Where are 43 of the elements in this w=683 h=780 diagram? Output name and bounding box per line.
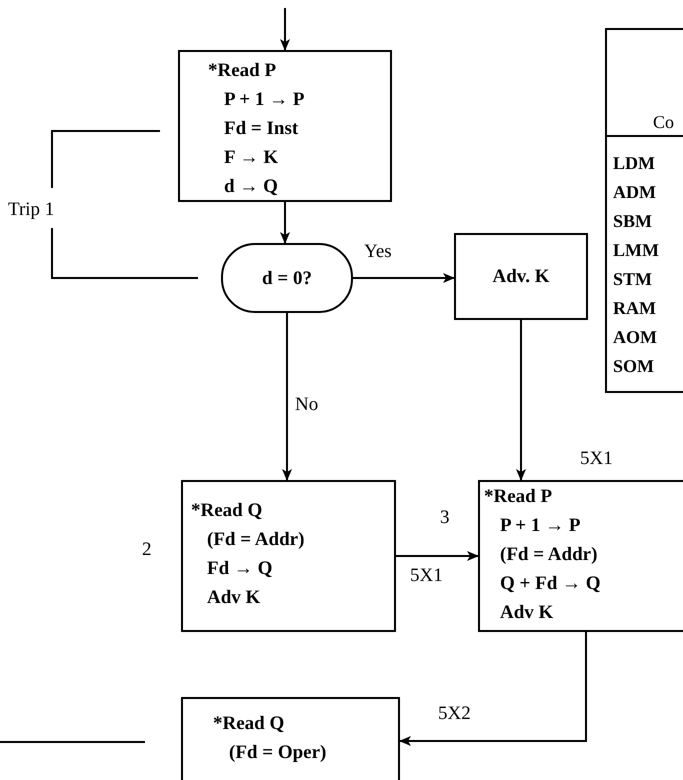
table-cell-text: STM	[613, 268, 654, 291]
table-cell-text: SBM	[613, 210, 654, 233]
table-cell-text: RAM	[613, 297, 657, 320]
step-text: (Fd = Addr)	[499, 543, 598, 567]
process-box	[478, 480, 683, 632]
arrow	[516, 320, 526, 481]
process-box	[181, 480, 396, 632]
step-text: *Read P	[484, 485, 554, 509]
table-cell-text: AOM	[613, 326, 658, 349]
step-text: F → K	[223, 146, 280, 170]
annotation: 5X1	[410, 566, 443, 585]
step-text: Fd = Inst	[223, 117, 300, 141]
process-box	[454, 233, 588, 320]
step-text: Adv K	[499, 601, 554, 625]
arrow	[280, 8, 290, 51]
step-text: Adv K	[206, 586, 262, 610]
step-text: P + 1 → P	[499, 514, 582, 538]
arrow	[280, 202, 290, 244]
table-cell-text: LDM	[613, 152, 656, 175]
step-text: *Read Q	[191, 499, 264, 523]
table-header: Co	[653, 113, 674, 131]
step-text: Fd → Q	[206, 557, 274, 581]
step-text: Q + Fd → Q	[499, 572, 602, 596]
table-cell-text: ADM	[613, 181, 657, 204]
step-text: *Read Q	[213, 712, 286, 736]
table-cell-text: LMM	[613, 239, 660, 262]
step-text: *Read P	[208, 59, 278, 83]
arrow	[396, 551, 479, 561]
annotation: 2	[142, 540, 152, 559]
process-box	[181, 697, 400, 780]
arrow	[399, 632, 587, 746]
step-text: (Fd = Addr)	[206, 528, 306, 552]
step-text: P + 1 → P	[223, 88, 306, 112]
arrow	[282, 313, 292, 481]
process-box	[178, 50, 392, 202]
table-cell-text: SOM	[613, 355, 656, 378]
step-text: Adv. K	[492, 265, 550, 289]
arrow	[353, 273, 455, 283]
step-text: d = 0?	[262, 266, 312, 290]
step-text: (Fd = Oper)	[228, 741, 328, 765]
annotation: 5X1	[580, 449, 613, 468]
trip-label: Trip 1	[8, 200, 54, 219]
step-text: d → Q	[223, 175, 279, 199]
